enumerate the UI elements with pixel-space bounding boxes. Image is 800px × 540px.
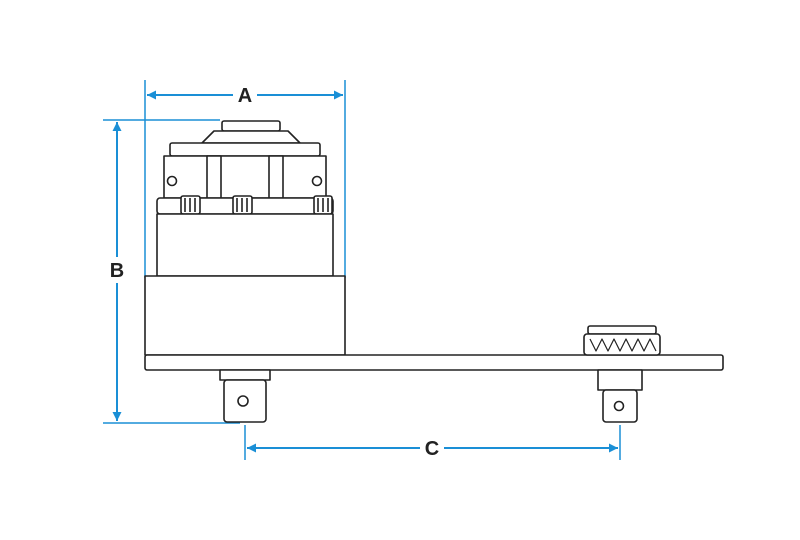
gear-housing xyxy=(156,213,334,277)
cage-slot-right xyxy=(268,155,284,199)
bolt-ring xyxy=(156,195,334,215)
output-square-drive xyxy=(219,369,271,423)
dimension-b-label: B xyxy=(110,260,124,282)
tool-drawing xyxy=(144,120,724,423)
dimension-c: C xyxy=(247,438,618,460)
extension-lines xyxy=(103,80,621,460)
upper-flange-plate xyxy=(169,142,321,157)
upper-cage xyxy=(163,155,327,199)
reaction-square-drive xyxy=(597,369,643,423)
dimension-c-label: C xyxy=(425,438,439,460)
reaction-arm xyxy=(144,354,724,371)
lower-gearbox xyxy=(144,275,346,356)
dimension-b: B xyxy=(110,122,124,421)
dimension-a: A xyxy=(147,85,343,107)
cage-screw-left xyxy=(166,175,178,187)
reaction-knob xyxy=(583,325,661,356)
input-drive-cap xyxy=(201,120,301,144)
dimension-a-label: A xyxy=(238,85,252,107)
cage-slot-left xyxy=(206,155,222,199)
cage-screw-right xyxy=(311,175,323,187)
reaction-drive-pin xyxy=(613,400,625,412)
output-drive-pin xyxy=(237,395,249,407)
